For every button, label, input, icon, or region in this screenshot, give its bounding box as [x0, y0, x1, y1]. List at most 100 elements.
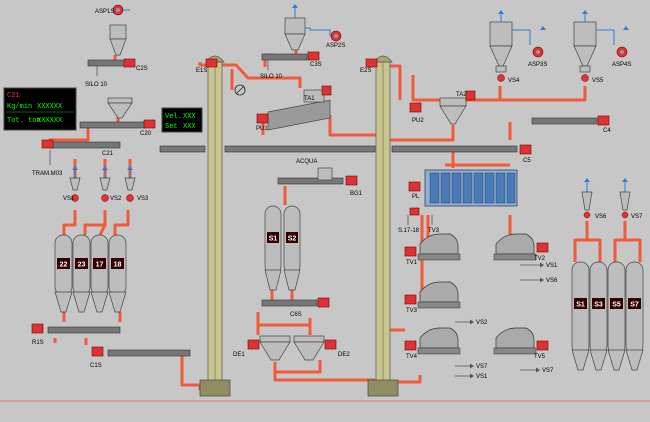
label-de1: DE1 [233, 352, 245, 358]
table-tv1[interactable] [417, 233, 461, 261]
label-vs6b: VS6 [546, 278, 558, 284]
silo[interactable]: 23 [72, 234, 91, 313]
cyclone-c2s[interactable] [109, 24, 127, 56]
vent-arrows [72, 4, 629, 182]
conveyor-c4[interactable] [531, 117, 598, 125]
conveyor-c21[interactable] [49, 141, 121, 149]
cyclone-vs5[interactable] [573, 21, 597, 73]
label-c6s: C6S [290, 312, 302, 318]
cyclone-c3s[interactable] [284, 17, 306, 51]
conveyor-c1s[interactable] [107, 349, 191, 357]
outlet-arrows [407, 215, 540, 377]
pipes [48, 45, 642, 395]
sieve-vs6[interactable] [581, 191, 593, 219]
label-c5: C5 [523, 158, 531, 164]
motor-c21[interactable] [41, 139, 54, 149]
silo[interactable]: S7 [625, 261, 644, 371]
silo[interactable]: S1 [264, 205, 282, 291]
conveyor-bg1[interactable] [277, 177, 344, 185]
motor-tv1[interactable] [404, 246, 417, 257]
plansifter-pl[interactable] [424, 169, 518, 207]
motor-tv3[interactable] [404, 294, 417, 305]
conveyor-r1s[interactable] [47, 326, 121, 334]
vent-lines [74, 8, 626, 192]
panel-set-label: Set [165, 123, 178, 131]
motor-tv5[interactable] [536, 340, 549, 351]
silos-right: S1 S3 S5 S7 [571, 261, 644, 371]
silo[interactable]: S1 [571, 261, 590, 371]
machine-pu1[interactable] [267, 89, 331, 131]
tank-acqua[interactable] [317, 167, 333, 181]
motor-tv2[interactable] [536, 242, 549, 253]
motor-de2[interactable] [324, 339, 337, 350]
sieve-vs1[interactable] [69, 177, 81, 202]
motor-c2s[interactable] [123, 58, 136, 68]
silo[interactable]: S3 [589, 261, 608, 371]
motor-bg1[interactable] [345, 175, 358, 186]
hopper-c20[interactable] [107, 97, 133, 119]
table-tv2[interactable] [493, 233, 537, 261]
motor-c6s[interactable] [317, 297, 330, 308]
hopper-de1[interactable] [259, 335, 291, 361]
blower-asp4s[interactable] [616, 46, 628, 58]
silo-number: 23 [78, 262, 86, 269]
conveyor-main[interactable] [159, 145, 518, 153]
motor-c3s[interactable] [307, 51, 320, 61]
valve-vs4[interactable] [497, 74, 505, 82]
motor-pu1[interactable] [256, 113, 269, 124]
hopper-pu2[interactable] [439, 97, 467, 125]
conveyor-c3s[interactable] [261, 53, 308, 61]
blower-asp1s[interactable] [112, 4, 124, 16]
valve-icon[interactable] [234, 84, 246, 96]
motor-ta1[interactable] [321, 85, 332, 96]
label-c20: C20 [140, 131, 152, 137]
blower-asp3s[interactable] [532, 46, 544, 58]
motor-tv4[interactable] [404, 340, 417, 351]
blower-asp2s[interactable] [330, 30, 342, 42]
motor-s1718[interactable] [409, 207, 420, 216]
sieve-vs7[interactable] [619, 191, 631, 219]
motor-pl[interactable] [408, 181, 421, 192]
silo[interactable]: 22 [54, 234, 73, 313]
label-pu1: PU1 [256, 126, 268, 132]
sieve-vs3[interactable] [124, 177, 136, 202]
label-tv3: TV3 [406, 308, 418, 314]
motor-pu2[interactable] [409, 102, 422, 113]
label-c2s: C2S [136, 66, 148, 72]
conveyor-c20[interactable] [79, 121, 146, 129]
sieve-vs2[interactable] [99, 177, 111, 202]
silo[interactable]: S5 [607, 261, 626, 371]
motor-de1[interactable] [247, 339, 260, 350]
label-vs2: VS2 [110, 196, 122, 202]
motor-c4[interactable] [597, 115, 610, 126]
outlet-arrowheads [470, 262, 544, 379]
silo[interactable]: S2 [283, 205, 301, 291]
conveyor-c6s[interactable] [261, 299, 318, 307]
silo[interactable]: 18 [108, 234, 127, 313]
motor-c1s[interactable] [91, 346, 104, 357]
cyclone-vs4[interactable] [489, 21, 513, 73]
motor-e2s[interactable] [365, 58, 378, 68]
hopper-de2[interactable] [293, 335, 325, 361]
label-de2: DE2 [338, 352, 350, 358]
valve-vs5[interactable] [581, 74, 589, 82]
motor-r1s[interactable] [31, 323, 44, 334]
table-tv5[interactable] [493, 327, 537, 355]
silo-number: S7 [630, 302, 639, 309]
label-c1s: C1S [90, 363, 102, 369]
silos-left: 22 23 17 18 [54, 234, 127, 313]
panel-code: C21 [7, 92, 20, 100]
panel-vel-label: Vel. [165, 113, 182, 121]
label-pl: PL [412, 194, 420, 200]
motor-c5[interactable] [519, 144, 532, 155]
table-tv3[interactable] [417, 281, 461, 309]
label-asp1s: ASP1S [95, 9, 114, 15]
motor-e1s[interactable] [205, 58, 218, 68]
elevator-e2s[interactable] [367, 55, 399, 397]
motor-c20[interactable] [143, 119, 156, 129]
elevator-e1s[interactable] [199, 55, 231, 397]
motor-ta2[interactable] [465, 90, 476, 101]
table-tv4[interactable] [417, 327, 461, 355]
silo[interactable]: 17 [90, 234, 109, 313]
